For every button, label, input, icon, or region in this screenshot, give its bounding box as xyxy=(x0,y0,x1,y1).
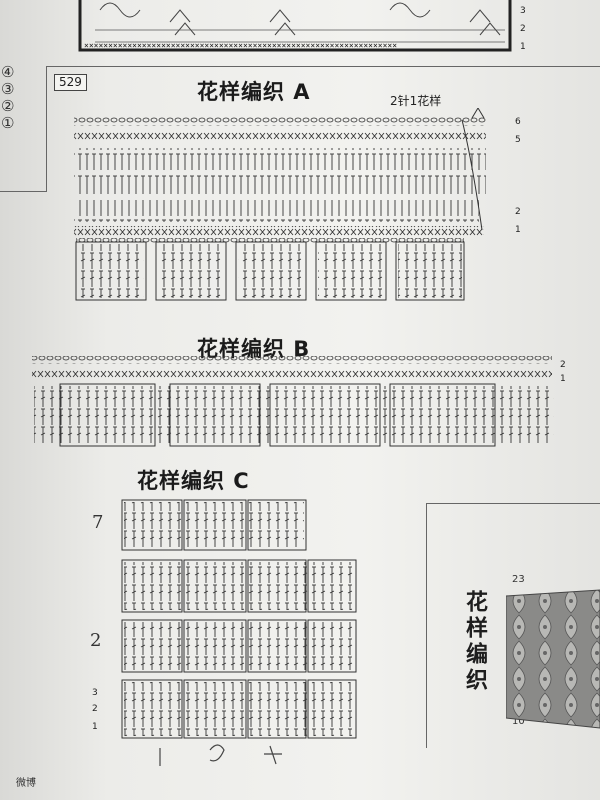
top-row-label: 1 xyxy=(520,42,526,52)
frame-rule xyxy=(46,66,47,192)
side-count-top: 23 xyxy=(512,574,525,585)
pattern-c-title: 花样编织 C xyxy=(137,469,250,493)
pattern-a-row-label: 5 xyxy=(515,135,521,145)
step-marker: ① xyxy=(1,114,15,132)
pattern-b-row-label: 2 xyxy=(560,360,566,370)
bottom-scribbles xyxy=(159,744,282,766)
pattern-b-chart xyxy=(32,356,554,447)
pattern-c-row-label: 3 xyxy=(92,688,98,698)
frame-rule xyxy=(46,66,600,67)
pattern-a-row-label: 6 xyxy=(515,117,521,127)
page-number-badge: 529 xyxy=(54,74,87,91)
pattern-a-title: 花样编织 A xyxy=(197,80,311,104)
pattern-a-chart xyxy=(74,108,486,301)
watermark: 微博 xyxy=(16,778,36,789)
frame-rule xyxy=(0,191,47,192)
step-marker: ② xyxy=(1,97,15,115)
frame-rule xyxy=(426,503,600,504)
svg-text:××××××××××××××××××××××××××××××: ××××××××××××××××××××××××××××××××××××××××… xyxy=(84,41,397,50)
pattern-c-row-label: 2 xyxy=(92,704,98,714)
top-strip-diagram: ××××××××××××××××××××××××××××××××××××××××… xyxy=(78,0,512,52)
side-panel-title: 花样编织 xyxy=(462,590,487,694)
pattern-a-row-label: 1 xyxy=(515,225,521,235)
pattern-c-chart xyxy=(121,499,357,739)
handwritten-mark: 7 xyxy=(92,512,104,533)
handwritten-mark: 2 xyxy=(90,630,102,651)
step-marker: ④ xyxy=(1,63,15,81)
pattern-b-row-label: 1 xyxy=(560,374,566,384)
top-row-label: 2 xyxy=(520,24,526,34)
step-marker: ③ xyxy=(1,80,15,98)
side-count-bottom: 10 xyxy=(512,716,525,727)
top-row-label: 3 xyxy=(520,6,526,16)
pattern-a-row-label: 2 xyxy=(515,207,521,217)
frame-rule xyxy=(426,503,427,748)
side-step-list: ④ ③ ② ① xyxy=(1,64,14,132)
pattern-c-row-label: 1 xyxy=(92,722,98,732)
lace-swatch xyxy=(506,589,600,729)
pattern-a-note: 2针1花样 xyxy=(390,94,442,108)
